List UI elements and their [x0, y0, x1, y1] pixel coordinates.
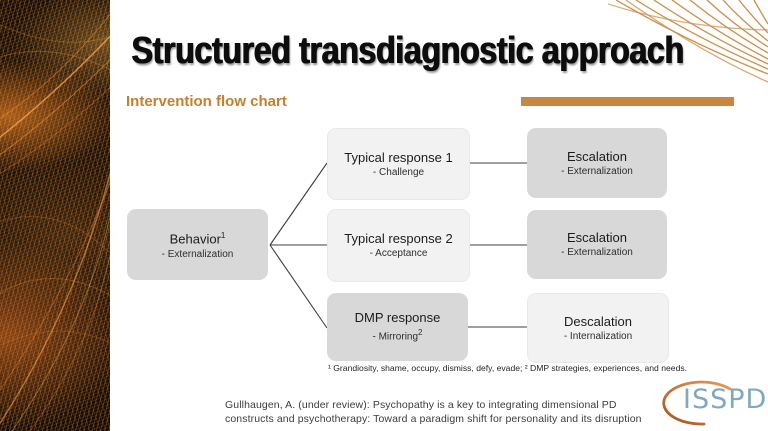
node-subtitle: - Internalization: [563, 330, 633, 342]
node-subtitle: - Externalization: [561, 247, 633, 258]
node-title: Descalation: [564, 313, 632, 329]
node-subtitle: - Challenge: [372, 166, 425, 178]
sidebar-art: [0, 0, 110, 431]
node-title: Escalation: [567, 148, 627, 164]
footnote: ¹ Grandiosity, shame, occupy, dismiss, d…: [328, 363, 688, 373]
citation: Gullhaugen, A. (under review): Psychopat…: [225, 399, 642, 425]
flowchart-node-escalation-1: Escalation - Externalization: [527, 128, 667, 198]
flowchart-node-behavior: Behavior1 - Externalization: [127, 209, 268, 280]
node-subtitle: - Externalization: [161, 248, 234, 260]
node-title: Typical response 2: [344, 231, 453, 246]
corner-swoosh-decoration-icon: [608, 0, 768, 83]
isspd-logo: ISSPD: [652, 375, 766, 429]
flowchart-node-typical-response-2: Typical response 2 - Acceptance: [327, 209, 470, 282]
flowchart-node-escalation-2: Escalation - Externalization: [527, 210, 667, 279]
sidebar-mesh-curves-icon: [0, 13, 110, 431]
node-subtitle: - Acceptance: [369, 248, 428, 259]
flowchart-node-dmp-response: DMP response - Mirroring2: [327, 293, 468, 361]
section-heading: Intervention flow chart: [126, 93, 287, 110]
accent-bar: [521, 97, 734, 106]
logo-arc-icon: [662, 380, 732, 426]
node-title: DMP response: [354, 310, 441, 326]
node-subtitle: - Mirroring2: [372, 328, 423, 343]
logo-text: ISSPD: [683, 384, 768, 415]
node-title: Escalation: [567, 230, 627, 245]
node-title: Typical response 1: [344, 149, 453, 165]
slide-title: Structured transdiagnostic approach: [131, 30, 684, 72]
node-subtitle: - Externalization: [561, 165, 633, 177]
flowchart-node-descalation: Descalation - Internalization: [527, 293, 669, 363]
node-title: Behavior1: [169, 231, 226, 247]
flowchart-node-typical-response-1: Typical response 1 - Challenge: [327, 128, 470, 200]
